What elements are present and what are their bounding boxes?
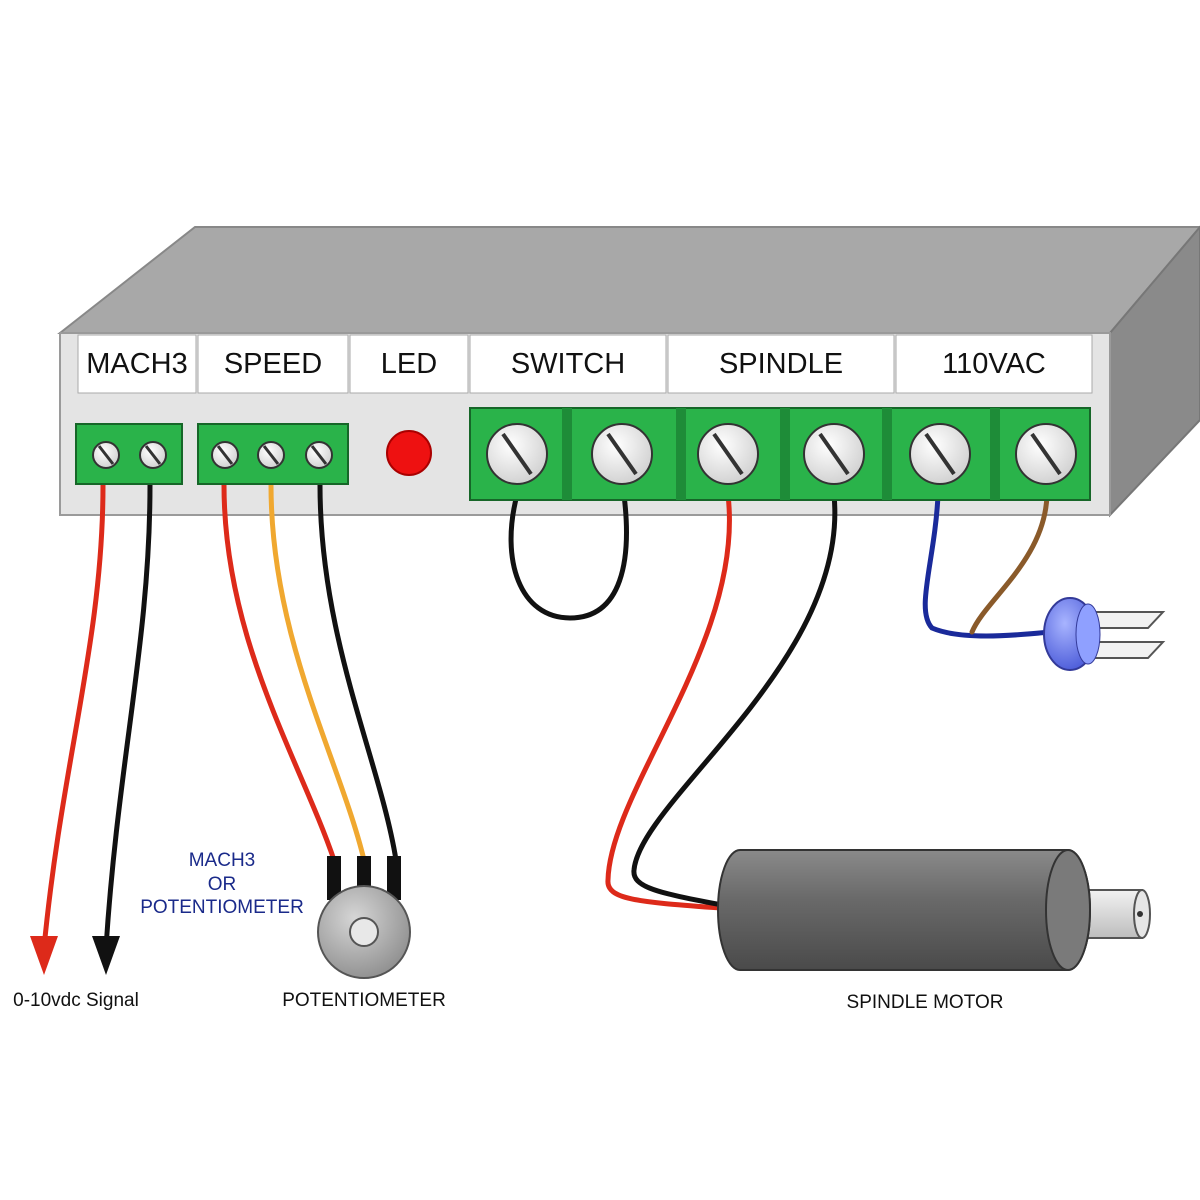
note-line-2: OR [208,874,237,895]
switch-screw-1 [486,423,548,485]
caption-signal: 0-10vdc Signal [13,990,139,1011]
spindle-screw-2 [803,423,865,485]
note-line-3: POTENTIOMETER [140,897,304,918]
label-spindle: SPINDLE [719,348,843,380]
box-top [57,226,1200,334]
red-arrow-icon [30,936,58,975]
signal-black-wire [103,482,153,951]
speed-black-wire [317,482,399,863]
wires [41,482,1053,951]
switch-screw-2 [591,423,653,485]
switch-jumper-wire [508,492,629,621]
label-led: LED [381,348,437,380]
spindle-red-wire [605,492,732,911]
caption-spindle-motor: SPINDLE MOTOR [847,992,1004,1013]
potentiometer [317,856,411,979]
label-speed: SPEED [224,348,322,380]
spindle-black-wire [631,492,838,908]
ac-brown-wire [969,492,1050,635]
label-mach3: MACH3 [86,348,188,380]
black-arrow-icon [92,936,120,975]
label-110vac: 110VAC [942,348,1046,380]
speed-red-wire [221,482,337,863]
motor-body [717,849,1091,971]
label-switch: SWITCH [511,348,625,380]
caption-potentiometer: POTENTIOMETER [282,990,446,1011]
note-line-1: MACH3 [189,850,256,871]
spindle-motor [717,849,1151,971]
ac-screw-2 [1015,423,1077,485]
label-strip: MACH3 SPEED LED SWITCH SPINDLE 110VAC [77,334,1093,394]
power-terminal-block [469,407,1091,501]
ac-plug [1043,597,1166,671]
mach3-terminal-block [75,423,183,485]
speed-orange-wire [268,482,367,863]
ac-screw-1 [909,423,971,485]
led-indicator [386,430,432,476]
ac-blue-wire [922,492,1053,639]
spindle-screw-1 [697,423,759,485]
signal-red-wire [41,482,106,951]
speed-terminal-block [197,423,349,485]
